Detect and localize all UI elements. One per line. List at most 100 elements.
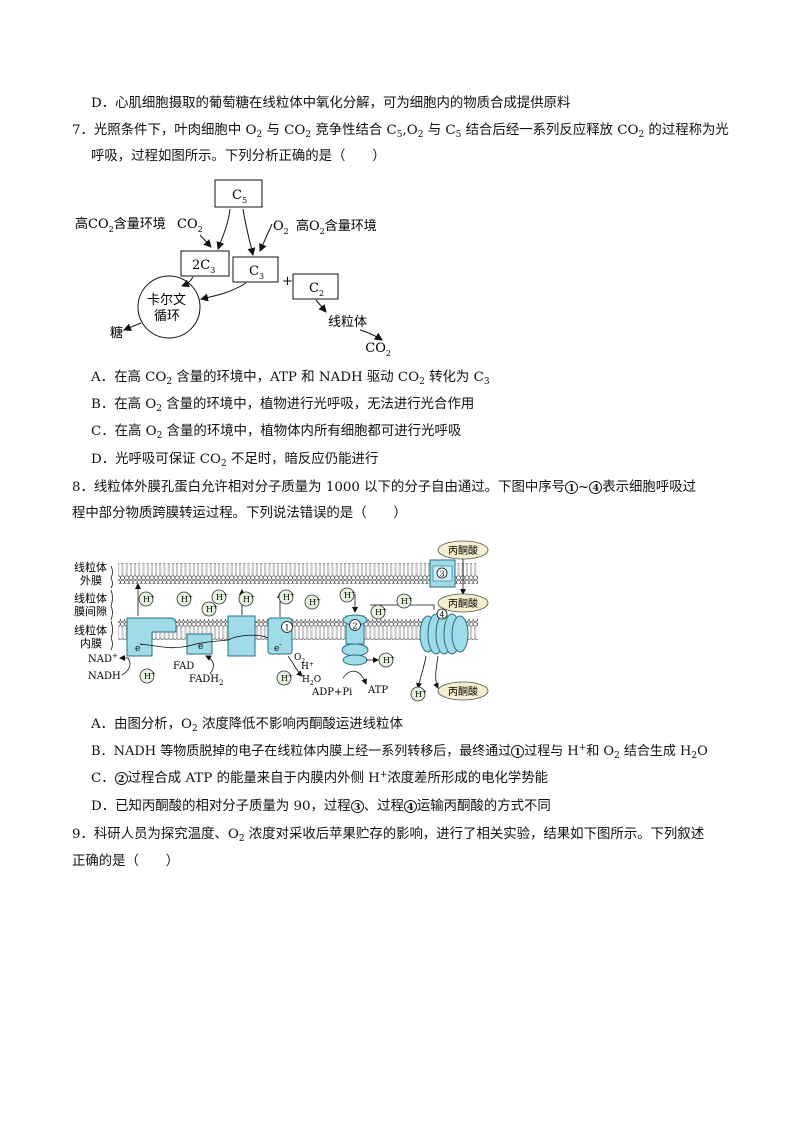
subscript: 2 xyxy=(691,751,698,761)
q7-option-c: C．在高 O2 含量的环境中，植物体内所有细胞都可进行光呼吸 xyxy=(91,423,461,441)
stem-text: 线粒体外膜孔蛋白允许相对分子质量为 1000 以下的分子自由通过。下图中序号 xyxy=(93,480,566,495)
question-number: 9． xyxy=(72,827,94,842)
option-text: 转化为 C xyxy=(424,370,484,385)
calvin-cycle-circle xyxy=(137,275,201,339)
number-4: 4 xyxy=(439,611,444,620)
o2-label: O2 xyxy=(273,219,289,236)
svg-text:H+: H+ xyxy=(143,594,155,604)
arrow-carrier-to-h xyxy=(416,655,427,689)
pyruvate-label-mid: 丙酮酸 xyxy=(448,597,478,610)
stem-text: ,O xyxy=(402,123,418,138)
option-label: B． xyxy=(91,744,114,759)
atp-synthase-f1b xyxy=(342,654,368,666)
circled-number-4: 4 xyxy=(403,800,417,813)
subscript: 2 xyxy=(192,724,198,734)
outer-membrane-label-1: 线粒体 xyxy=(74,560,107,574)
subscript: 5 xyxy=(396,130,403,140)
inner-bracket xyxy=(110,620,113,651)
option-label: A． xyxy=(91,370,115,385)
q8-stem-line2: 程中部分物质跨膜转运过程。下列说法错误的是（ ） xyxy=(72,506,407,521)
subscript: 2 xyxy=(305,130,312,140)
option-text: 过程与 H xyxy=(524,744,579,759)
option-text: 结合生成 H xyxy=(619,744,692,759)
complex-1 xyxy=(126,617,177,657)
option-text: 心肌细胞摄取的葡萄糖在线粒体中氧化分解，可为细胞内的物质合成提供原料 xyxy=(115,96,571,111)
subscript: 2 xyxy=(156,404,162,414)
option-text: 由图分析，O xyxy=(114,717,192,732)
subscript: 2 xyxy=(220,459,227,469)
two-c3-box xyxy=(180,250,230,277)
inner-membrane-label-2: 内膜 xyxy=(80,636,102,650)
svg-text:H+: H+ xyxy=(309,597,321,607)
number-1: 1 xyxy=(284,624,289,633)
ims-bracket xyxy=(110,589,113,621)
subscript: 2 xyxy=(156,431,163,441)
nadh-oxidation-arrow xyxy=(119,655,131,676)
tilde: ~ xyxy=(578,480,590,495)
outer-membrane-label-2: 外膜 xyxy=(80,574,102,587)
electron-flow-path xyxy=(139,634,269,649)
number-2: 2 xyxy=(352,622,357,631)
option-text: 在高 O xyxy=(114,424,157,439)
arrow-c3-to-calvin xyxy=(200,282,247,302)
option-text: 光呼吸可保证 CO xyxy=(115,452,221,467)
c3-label: C3 xyxy=(249,264,264,281)
stem-text: 的过程称为光 xyxy=(644,123,729,138)
option-label: C． xyxy=(91,424,115,439)
q7-stem-line2: 呼吸，过程如图所示。下列分析正确的是（ ） xyxy=(91,149,386,164)
arrow-o2-in xyxy=(259,223,273,252)
q9-stem-line2: 正确的是（ ） xyxy=(72,854,180,869)
high-co2-label: 高CO2含量环境 xyxy=(75,216,166,234)
subscript: 2 xyxy=(638,130,645,140)
electron-4: e- xyxy=(274,641,282,654)
number-3: 3 xyxy=(439,570,444,579)
stem-text: 浓度对采收后苹果贮存的影响，进行了相关实验，结果如下图所示。下列叙述 xyxy=(244,827,705,842)
adp-pi-label: ADP+Pi xyxy=(311,687,352,698)
outer-membrane xyxy=(118,563,478,584)
h-plus-small: H+ xyxy=(301,661,314,672)
option-text: 和 O xyxy=(586,744,615,759)
option-label: A． xyxy=(91,717,115,732)
stem-text: 科研人员为探究温度、O xyxy=(93,827,239,842)
arrow-c2-to-mito xyxy=(315,299,327,313)
q7-stem-line1: 7．光照条件下，叶肉细胞中 O2 与 CO2 竞争性结合 C5,O2 与 C5 … xyxy=(72,122,729,140)
circled-1 xyxy=(281,621,293,633)
c5-label: C5 xyxy=(232,188,247,205)
circled-number-4: 4 xyxy=(589,481,603,494)
stem-text: 与 CO xyxy=(262,123,306,138)
stem-text: 竞争性结合 C xyxy=(311,123,397,138)
svg-text:H+: H+ xyxy=(181,594,193,604)
svg-text:H+: H+ xyxy=(344,590,356,600)
circled-number-3: 3 xyxy=(350,800,364,813)
c2-label: C2 xyxy=(309,281,324,298)
option-text: 运输丙酮酸的方式不同 xyxy=(416,799,551,814)
pyruvate-label-top: 丙酮酸 xyxy=(448,544,478,557)
option-text: O xyxy=(697,744,708,759)
option-text: 过程合成 ATP 的能量来自于内膜内外侧 H xyxy=(127,771,380,786)
subscript: 5 xyxy=(455,130,462,140)
c2-box xyxy=(292,273,339,300)
q7-option-d: D．光呼吸可保证 CO2 不足时，暗反应仍能进行 xyxy=(91,451,378,469)
subscript: 2 xyxy=(256,130,263,140)
question-number: 8． xyxy=(72,480,94,495)
h-ions-matrix: H+ H+ H+ H+ xyxy=(139,652,427,702)
option-label: D． xyxy=(91,799,116,814)
option-label: D． xyxy=(91,96,116,111)
stem-text: 结合后经一系列反应释放 CO xyxy=(461,123,639,138)
nad-label: NAD+ xyxy=(88,652,118,665)
circled-2 xyxy=(349,619,361,631)
svg-text:H+: H+ xyxy=(281,673,293,683)
calvin-label-2: 循环 xyxy=(154,309,180,324)
electron-2: e- xyxy=(198,639,206,652)
option-text: 含量的环境中，植物进行光呼吸，无法进行光合作用 xyxy=(161,397,475,412)
q7-option-a: A．在高 CO2 含量的环境中，ATP 和 NADH 驱动 CO2 转化为 C3 xyxy=(91,369,490,387)
circled-number-2: 2 xyxy=(114,772,128,785)
subscript: 2 xyxy=(166,377,173,387)
arrow-c5-to-2c3 xyxy=(216,208,231,250)
svg-text:H+: H+ xyxy=(415,689,427,699)
circled-number-1: 1 xyxy=(511,745,525,758)
circled-3 xyxy=(436,567,448,579)
subscript: 2 xyxy=(417,130,424,140)
subscript: 3 xyxy=(483,377,490,387)
